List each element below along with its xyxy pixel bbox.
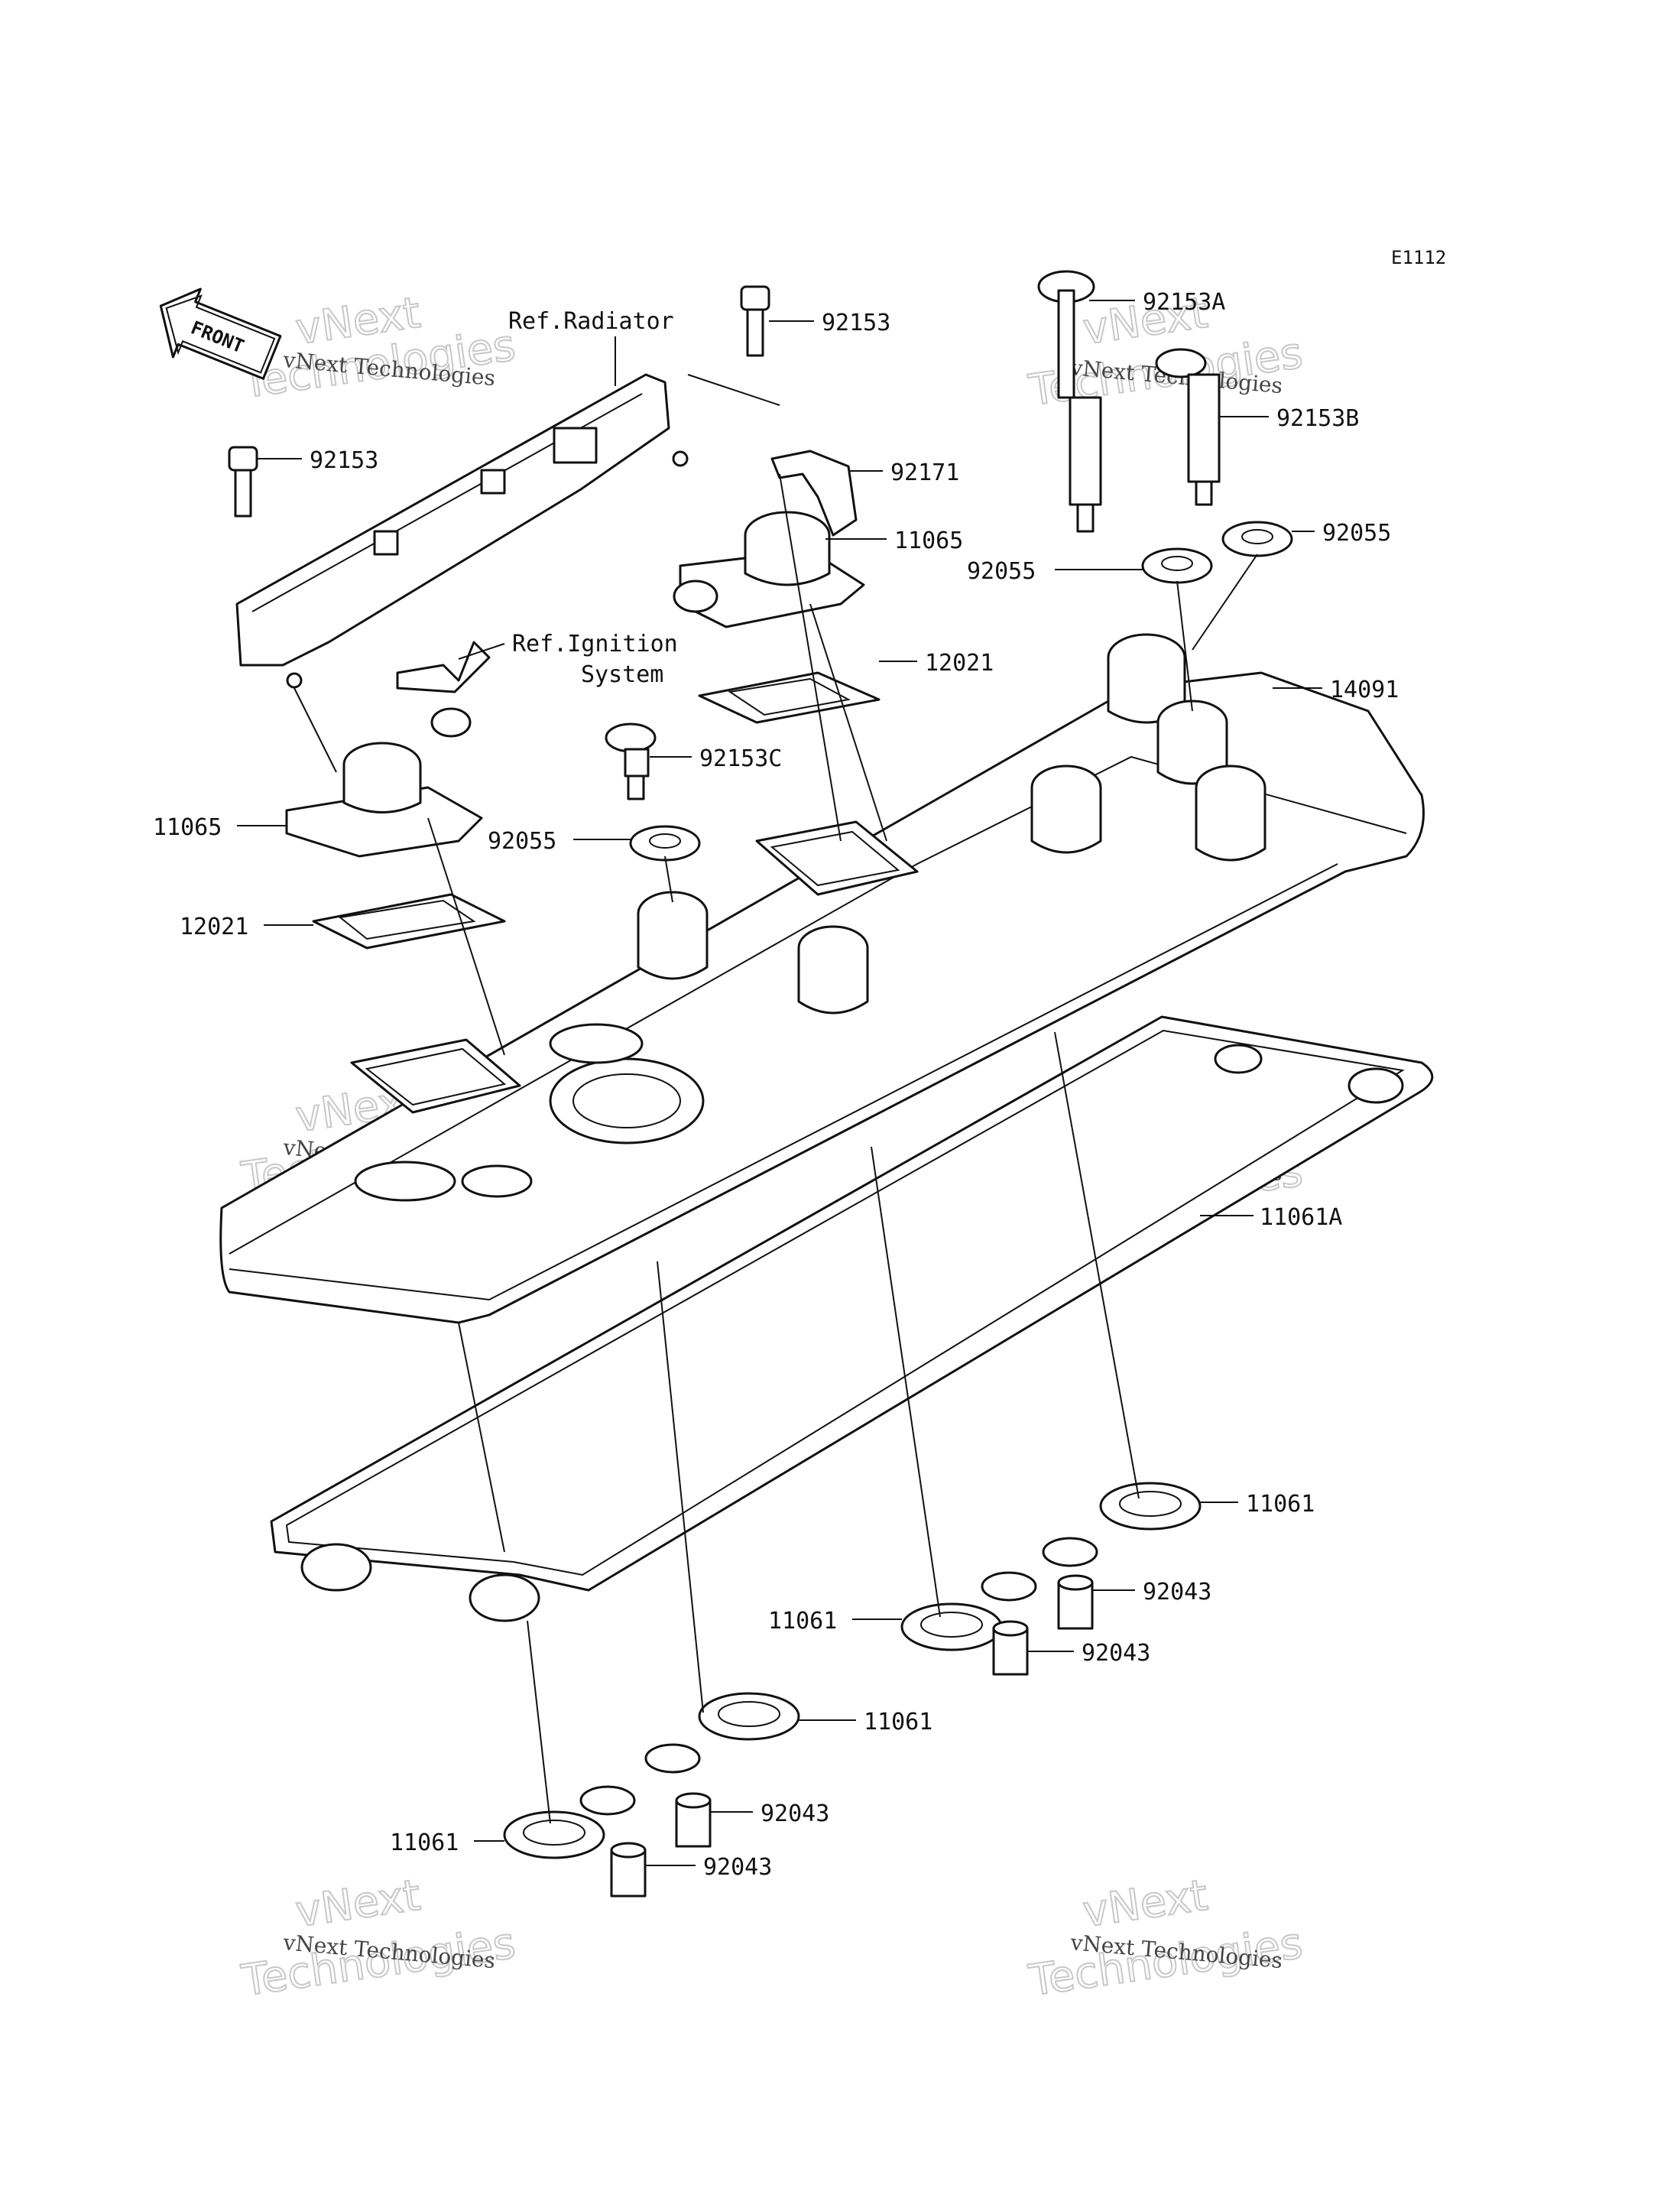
clamp-92171: [770, 450, 858, 537]
radiator-bracket: [235, 373, 689, 689]
gasket-11061-right-1: [1042, 1482, 1202, 1567]
ref-ignition-label-line1: Ref.Ignition: [512, 631, 678, 657]
callout-92153B: 92153B: [1219, 405, 1359, 432]
diagram-code: E1112: [1391, 247, 1446, 268]
label-92043-l2: 92043: [703, 1854, 772, 1881]
callout-92153A: 92153A: [1089, 289, 1225, 316]
label-11061-l2: 11061: [390, 1830, 459, 1856]
callout-12021-left: 12021: [180, 914, 313, 940]
bolt-92153-left: [228, 446, 258, 518]
dowel-92043-left-2: [610, 1842, 647, 1898]
callout-92153C: 92153C: [650, 745, 782, 772]
ignition-clamp: [396, 641, 491, 693]
front-arrow-icon: FRONT: [159, 287, 282, 380]
label-92153C: 92153C: [699, 745, 782, 772]
callout-92043-right-2: 92043: [1027, 1640, 1150, 1667]
watermark-bottom-right: vNext Technologies vNext Technologies: [1025, 1870, 1306, 2007]
svg-text:vNext: vNext: [293, 1871, 423, 1937]
callout-92043-left-1: 92043: [710, 1800, 829, 1827]
callout-11061A: 11061A: [1200, 1204, 1342, 1231]
gasket-11061A: [270, 1015, 1434, 1622]
gasket-11061-left-2: [503, 1785, 636, 1859]
gasket-11061-left-1: [644, 1692, 800, 1774]
ref-radiator-label: Ref.Radiator: [508, 308, 674, 335]
callout-ref-radiator: Ref.Radiator: [508, 308, 674, 386]
callout-14091: 14091: [1273, 677, 1399, 703]
bolt-92153-top: [740, 285, 770, 357]
label-92055-mid: 92055: [967, 558, 1036, 585]
label-11061A: 11061A: [1260, 1204, 1342, 1231]
callout-11061-right-1: 11061: [1200, 1491, 1315, 1518]
callout-92043-left-2: 92043: [645, 1854, 772, 1881]
label-92055-left: 92055: [488, 828, 556, 855]
callout-11065-left: 11065: [153, 814, 287, 841]
reed-gasket-12021-left: [312, 893, 506, 950]
label-92043-r1: 92043: [1143, 1579, 1211, 1605]
label-11065-left: 11065: [153, 814, 222, 841]
dowel-92043-right-2: [992, 1620, 1029, 1676]
callout-ref-ignition: Ref.Ignition System: [458, 631, 678, 688]
washer-92055-left: [629, 825, 701, 862]
callout-11061-right-2: 11061: [768, 1608, 902, 1635]
bolt-92153B: [1155, 348, 1221, 506]
washer-92055-right: [1221, 521, 1293, 557]
ref-ignition-label-line2: System: [581, 661, 663, 688]
bolt-92153A: [1037, 270, 1102, 533]
callout-11061-left-2: 11061: [390, 1830, 504, 1856]
callout-92055-mid: 92055: [967, 558, 1143, 585]
label-92171: 92171: [890, 459, 959, 486]
label-92043-r2: 92043: [1082, 1640, 1150, 1667]
callout-11065-right: 11065: [825, 528, 963, 554]
watermark-bottom-left: vNext Technologies vNext Technologies: [238, 1870, 519, 2007]
callout-92153-top: 92153: [769, 310, 890, 336]
svg-text:vNext: vNext: [1080, 1871, 1211, 1937]
callout-92055-right: 92055: [1292, 520, 1391, 547]
washer-92055-mid: [1141, 547, 1213, 584]
label-14091: 14091: [1330, 677, 1399, 703]
reed-gasket-12021-right: [698, 671, 881, 724]
callout-12021-right: 12021: [879, 650, 994, 677]
cylinder-head-cover-14091: [219, 633, 1425, 1324]
dowel-92043-right-1: [1057, 1574, 1094, 1630]
label-92153-left: 92153: [310, 447, 378, 474]
callout-92055-left: 92055: [488, 828, 631, 855]
watermark-top-left: vNext Technologies vNext Technologies: [238, 287, 519, 409]
label-92153-top: 92153: [822, 310, 890, 336]
reed-valve-cover-11065-left: [285, 707, 483, 858]
label-92153A: 92153A: [1143, 289, 1225, 316]
dowel-92043-left-1: [675, 1792, 712, 1848]
callout-11061-left-1: 11061: [799, 1709, 932, 1735]
label-12021-left: 12021: [180, 914, 248, 940]
callout-92043-right-1: 92043: [1092, 1579, 1211, 1605]
label-92055-right: 92055: [1322, 520, 1391, 547]
callout-92171: 92171: [848, 459, 959, 486]
label-11061-r1: 11061: [1246, 1491, 1315, 1518]
label-92153B: 92153B: [1276, 405, 1359, 432]
callout-92153-left: 92153: [257, 447, 378, 474]
label-11061-r2: 11061: [768, 1608, 837, 1635]
label-12021-right: 12021: [925, 650, 994, 677]
label-92043-l1: 92043: [761, 1800, 829, 1827]
label-11061-l1: 11061: [864, 1709, 932, 1735]
assembly-guide-lines: [294, 374, 1258, 1824]
reed-valve-cover-11065-right: [673, 511, 865, 628]
bolt-92153C: [605, 722, 657, 800]
label-11065-right: 11065: [894, 528, 963, 554]
